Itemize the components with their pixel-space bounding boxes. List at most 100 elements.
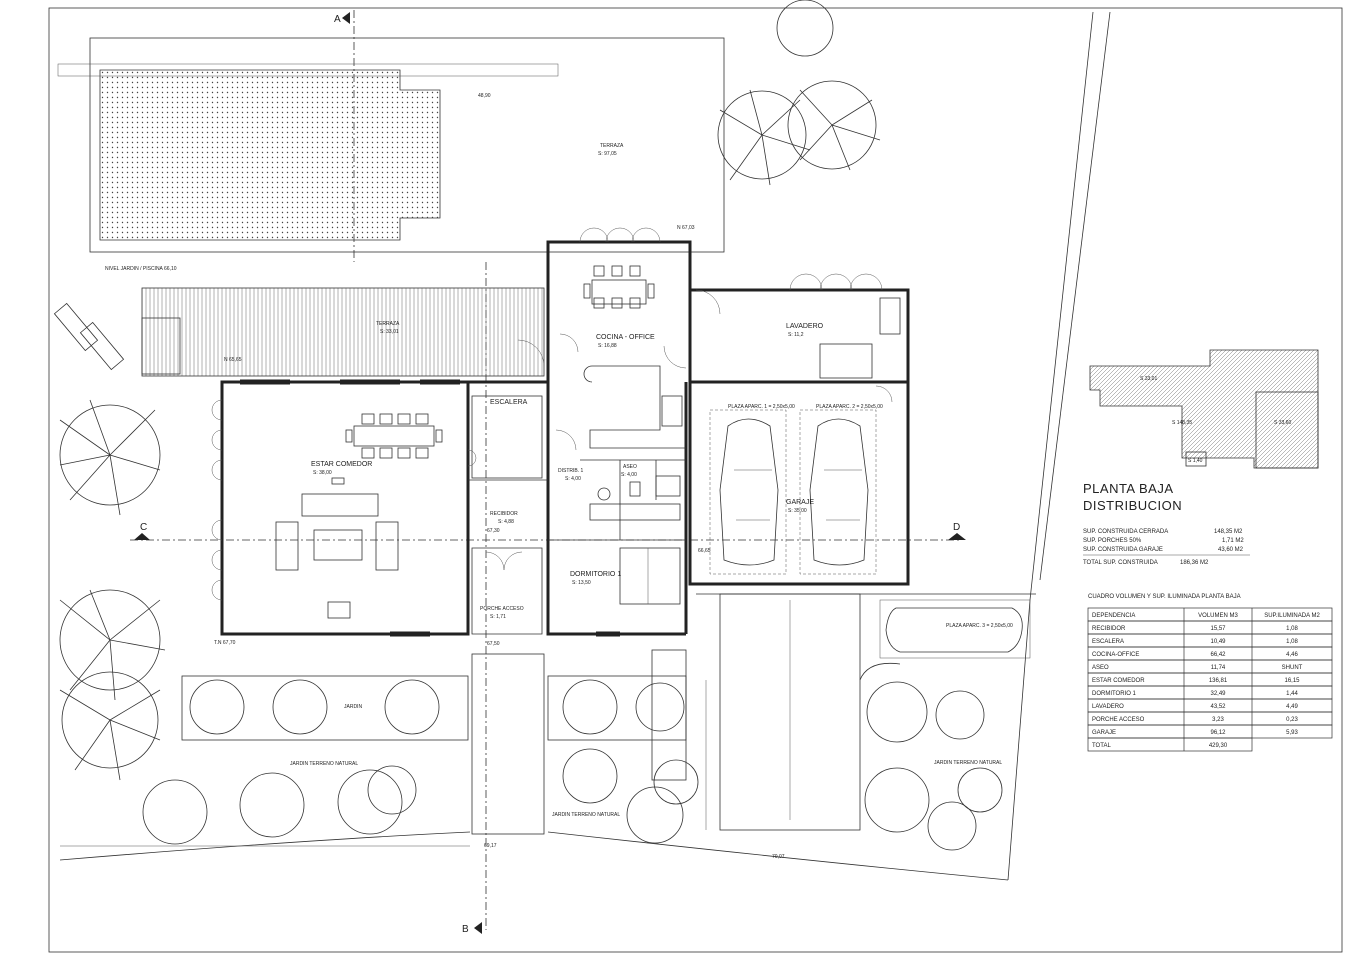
driveway (696, 593, 1036, 831)
summary-label-3: TOTAL SUP. CONSTRUIDA (1083, 560, 1158, 566)
section-arrow-a (342, 12, 350, 24)
level-piscina: NIVEL JARDIN / PISCINA 66,10 (105, 266, 177, 272)
room-aseo: ASEO (623, 464, 637, 470)
table-cell: 11,74 (1211, 665, 1226, 671)
aseo-fixtures (597, 475, 681, 501)
room-aseo-area: S: 4,00 (621, 472, 637, 478)
table-cell: SHUNT (1282, 665, 1303, 671)
terraza-top-label: TERRAZA (600, 143, 624, 149)
door-swings (485, 289, 893, 571)
plan-title-line1: PLANTA BAJA (1083, 481, 1174, 496)
lavadero-sink (879, 297, 901, 335)
level-left: N 65,65 (224, 357, 242, 363)
living-dining-table (345, 413, 443, 459)
table-cell: 96,12 (1210, 730, 1226, 736)
table-cell: 66,42 (1210, 652, 1226, 658)
table-cell: COCINA-OFFICE (1092, 652, 1139, 658)
room-garaje: GARAJE (786, 499, 814, 506)
level-tn: T.N 67,70 (214, 640, 236, 646)
table-cell: RECIBIDOR (1092, 626, 1126, 632)
table-cell: 1,44 (1286, 691, 1298, 697)
room-labels: COCINA - OFFICE S: 16,88 LAVADERO S: 11,… (214, 323, 1013, 860)
round-trees (142, 0, 1003, 851)
terraza-left-label: TERRAZA (376, 321, 400, 327)
parking-2: PLAZA APARC. 2 = 2,50x5,00 (816, 404, 883, 410)
section-arrow-d (948, 533, 966, 540)
level-access: 67,30 (487, 528, 500, 534)
room-porche: PORCHE ACCESO (480, 606, 524, 612)
garden-4: JARDIN TERRENO NATURAL (934, 760, 1002, 766)
table-cell: 43,52 (1210, 704, 1226, 710)
summary-value-3: 186,36 M2 (1180, 560, 1209, 566)
key-label-a: S 33,01 (1140, 376, 1157, 382)
table-cell: DORMITORIO 1 (1092, 691, 1137, 697)
table-row (1087, 737, 1253, 752)
level-top: 48,90 (478, 93, 491, 99)
table-cell: 1,08 (1286, 639, 1298, 645)
room-distrib: DISTRIB. 1 (558, 468, 584, 474)
garden-2: JARDIN TERRENO NATURAL (290, 761, 358, 767)
volume-table: CUADRO VOLUMEN Y SUP. ILUMINADA PLANTA B… (1087, 594, 1333, 752)
room-lavadero-area: S: 11,2 (788, 332, 804, 338)
section-arrow-c (134, 533, 150, 540)
summary-value-0: 148,35 M2 (1214, 529, 1243, 535)
dormitorio-bed (619, 547, 681, 605)
key-plan: S 33,01 S 148,35 S 33,60 S 1,40 (1089, 349, 1319, 469)
table-header-cell: SUP.ILUMINADA M2 (1264, 613, 1320, 619)
palm-trees (59, 80, 881, 781)
garden-1: JARDIN (344, 704, 362, 710)
table-cell: LAVADERO (1092, 704, 1124, 710)
table-cell: 16,15 (1284, 678, 1300, 684)
room-escalera: ESCALERA (490, 399, 528, 406)
parking-1: PLAZA APARC. 1 = 2,50x5,00 (728, 404, 795, 410)
room-recibidor-area: S: 4,88 (498, 519, 514, 525)
site-boundary (1007, 11, 1111, 881)
table-cell: PORCHE ACCESO (1092, 717, 1145, 723)
table-header-cell: VOLUMEN M3 (1198, 613, 1238, 619)
room-recibidor: RECIBIDOR (490, 511, 518, 517)
living-sofas (275, 477, 399, 619)
summary-label-1: SUP. PORCHES 50% (1083, 538, 1142, 544)
level-road: 70,07 (772, 854, 785, 860)
garage-cars (709, 409, 877, 575)
section-mark-d: D (953, 522, 960, 533)
level-garaje: 66,65 (698, 548, 711, 554)
room-garaje-area: S: 35,00 (788, 508, 807, 514)
room-cocina: COCINA - OFFICE (596, 334, 655, 341)
table-cell: 10,49 (1210, 639, 1226, 645)
terraza-top-area: S: 97,05 (598, 151, 617, 157)
table-cell: GARAJE (1092, 730, 1116, 736)
room-dormitorio: DORMITORIO 1 (570, 571, 621, 578)
section-mark-b: B (462, 924, 469, 935)
section-arrow-b (474, 922, 482, 934)
summary-value-2: 43,60 M2 (1218, 547, 1244, 553)
room-estar: ESTAR COMEDOR (311, 461, 372, 468)
section-mark-a: A (334, 14, 341, 25)
table-cell: 1,08 (1286, 626, 1298, 632)
terraza-left: TERRAZA S: 33,01 N 65,65 (141, 287, 545, 377)
table-cell: 15,57 (1210, 626, 1226, 632)
garden-beds (59, 662, 1009, 881)
table-cell: ESTAR COMEDOR (1092, 678, 1145, 684)
table-cell: 5,93 (1286, 730, 1298, 736)
room-porche-area: S: 1,71 (490, 614, 506, 620)
table-cell: 0,23 (1286, 717, 1298, 723)
key-label-d: S 1,40 (1188, 458, 1203, 464)
sheet-frame (48, 7, 1343, 953)
summary-value-1: 1,71 M2 (1222, 538, 1244, 544)
outdoor-car (879, 599, 1031, 659)
table-cell: 4,49 (1286, 704, 1298, 710)
level-porche: 67,50 (487, 641, 500, 647)
garden-3: JARDIN TERRENO NATURAL (552, 812, 620, 818)
section-mark-c: C (140, 522, 147, 533)
level-b: 69,17 (484, 843, 497, 849)
table-cell: 429,30 (1209, 743, 1228, 749)
table-cell: 136,81 (1209, 678, 1228, 684)
summary-label-2: SUP. CONSTRUIDA GARAJE (1083, 547, 1163, 553)
table-cell: ASEO (1092, 665, 1109, 671)
table-cell: 4,46 (1286, 652, 1298, 658)
terraza-left-area: S: 33,01 (380, 329, 399, 335)
title-block: PLANTA BAJA DISTRIBUCION (1083, 481, 1182, 513)
